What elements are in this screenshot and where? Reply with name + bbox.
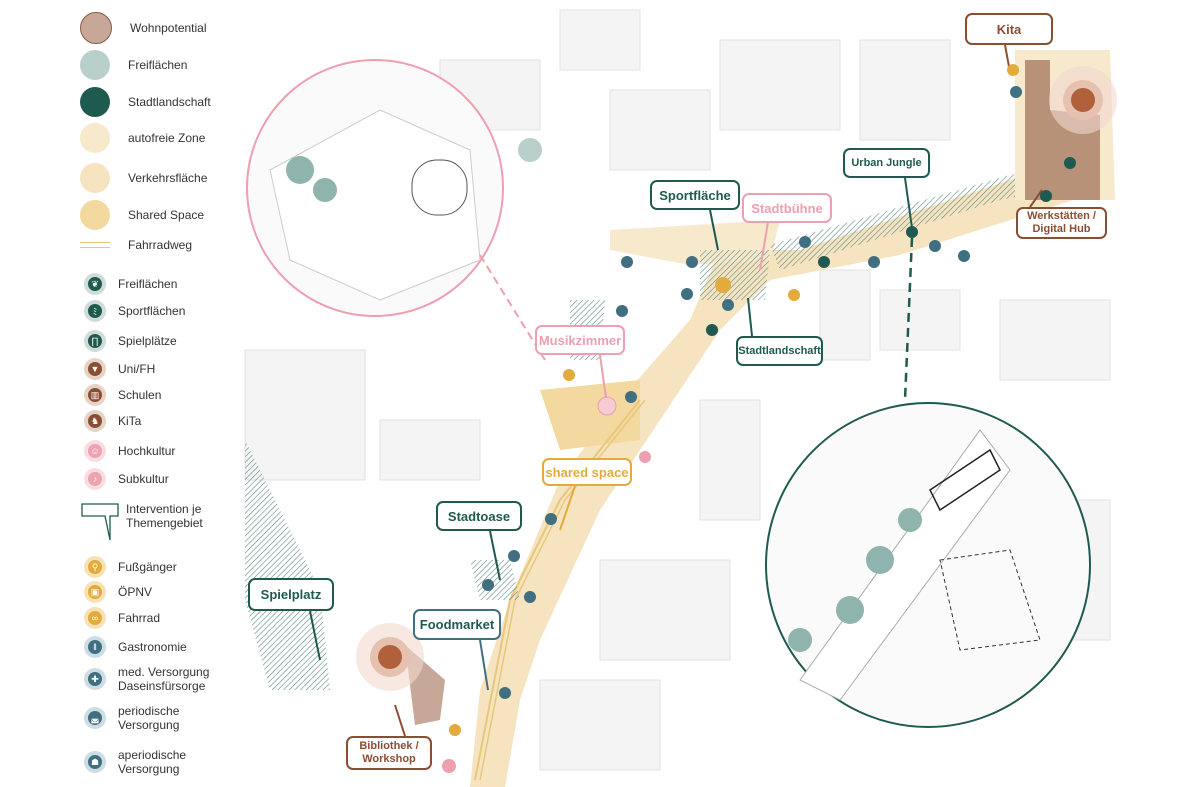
glow-markers: [356, 66, 1117, 691]
callout-stadtlandschaft[interactable]: Stadtlandschaft: [736, 336, 823, 366]
callout-sportflaeche[interactable]: Sportfläche: [650, 180, 740, 210]
legend-label-line: aperiodische: [118, 748, 187, 762]
callout-line: Bibliothek /: [359, 740, 419, 752]
legend-label: Fahrradweg: [128, 238, 193, 252]
legend-icon-spielplaetze: ∏ Spielplätze: [80, 330, 177, 352]
legend-icon-uni: ▼ Uni/FH: [80, 358, 155, 380]
legend-label-line: Themengebiet: [126, 516, 203, 530]
legend-icon-kita: ♞ KiTa: [80, 410, 141, 432]
rocking-horse-icon: ♞: [84, 410, 106, 432]
bicycle-icon: ∞: [84, 607, 106, 629]
bag-icon: ☗: [84, 751, 106, 773]
legend-label: ÖPNV: [118, 585, 153, 599]
guitar-icon: ♪: [84, 468, 106, 490]
detail-circle-musikzimmer: [246, 59, 546, 361]
legend-label: Spielplätze: [118, 334, 177, 348]
legend-label: Freiflächen: [128, 58, 188, 72]
bus-icon: ▣: [84, 581, 106, 603]
legend-label: Shared Space: [128, 208, 205, 222]
legend-label: KiTa: [118, 414, 142, 428]
legend-label: Sportflächen: [118, 304, 186, 318]
pedestrian-icon: ⚲: [84, 556, 106, 578]
swing-icon: ∏: [84, 330, 106, 352]
callout-spielplatz[interactable]: Spielplatz: [248, 578, 334, 611]
legend-icon-subkultur: ♪ Subkultur: [80, 468, 169, 490]
callout-line: Workshop: [362, 753, 416, 765]
callout-kita[interactable]: Kita: [965, 13, 1053, 45]
callout-foodmarket[interactable]: Foodmarket: [413, 609, 501, 640]
poi-icons: [442, 64, 1076, 773]
legend-stadtlandschaft: Stadtlandschaft: [80, 87, 211, 117]
bike-lane-icon: [80, 242, 110, 248]
legend-fahrrad: ∞ Fahrrad: [80, 607, 160, 629]
legend-icon-sportflaechen: ﾐ Sportflächen: [80, 300, 185, 322]
cart-icon: ◛: [84, 707, 106, 729]
legend-label: Freiflächen: [118, 277, 178, 291]
legend-label: Wohnpotential: [130, 21, 207, 35]
legend-label-line: Versorgung: [118, 762, 180, 776]
swatch-icon: [80, 200, 110, 230]
callout-stadtbuehne[interactable]: Stadtbühne: [742, 193, 832, 223]
legend-verkehrsflaeche: Verkehrsfläche: [80, 163, 207, 193]
legend-label: Verkehrsfläche: [128, 171, 208, 185]
legend-icon-freiflaechen: ❦ Freiflächen: [80, 273, 177, 295]
legend-freiflaechen: Freiflächen: [80, 50, 187, 80]
cutlery-icon: ǁ: [84, 636, 106, 658]
legend-label: Fahrrad: [118, 611, 161, 625]
callout-line: Digital Hub: [1032, 223, 1091, 235]
legend-label: Uni/FH: [118, 362, 156, 376]
legend-label: autofreie Zone: [128, 131, 206, 145]
legend-oepnv: ▣ ÖPNV: [80, 581, 152, 603]
theater-icon: ☺: [84, 440, 106, 462]
legend-label-line: Daseinsfürsorge: [118, 679, 206, 693]
callout-stadtoase[interactable]: Stadtoase: [436, 501, 522, 531]
swatch-icon: [80, 50, 110, 80]
callout-bibliothek-workshop[interactable]: Bibliothek /Workshop: [346, 736, 432, 770]
swatch-icon: [80, 123, 110, 153]
callout-line: Werkstätten /: [1027, 210, 1096, 222]
legend-wohnpotential: Wohnpotential: [80, 12, 207, 44]
legend-label: Subkultur: [118, 472, 169, 486]
legend-icon-schulen: ▥ Schulen: [80, 384, 161, 406]
swatch-icon: [80, 87, 110, 117]
legend-shared-space: Shared Space: [80, 200, 204, 230]
legend-autofreie-zone: autofreie Zone: [80, 123, 205, 153]
swatch-icon: [80, 163, 110, 193]
leaf-icon: ❦: [84, 273, 106, 295]
runner-icon: ﾐ: [84, 300, 106, 322]
legend-fahrradweg: Fahrradweg: [80, 238, 192, 252]
callout-shared-space[interactable]: shared space: [542, 458, 632, 486]
legend-label-line: periodische: [118, 704, 180, 718]
legend-label: Hochkultur: [118, 444, 176, 458]
callout-werkstaetten-digital-hub[interactable]: Werkstätten /Digital Hub: [1016, 207, 1107, 239]
legend-fussgaenger: ⚲ Fußgänger: [80, 556, 177, 578]
callout-musikzimmer[interactable]: Musikzimmer: [535, 325, 625, 355]
legend-label: Stadtlandschaft: [128, 95, 211, 109]
legend-gastronomie: ǁ Gastronomie: [80, 636, 187, 658]
callout-bubble-icon: [81, 503, 119, 541]
legend-label-line: med. Versorgung: [118, 665, 210, 679]
swatch-icon: [80, 12, 112, 44]
callout-urban-jungle[interactable]: Urban Jungle: [843, 148, 930, 178]
legend-label: Fußgänger: [118, 560, 177, 574]
legend-label: Schulen: [118, 388, 162, 402]
legend-label: Gastronomie: [118, 640, 187, 654]
detail-circle-urban-jungle: [765, 237, 1091, 728]
graduation-icon: ▼: [84, 358, 106, 380]
school-icon: ▥: [84, 384, 106, 406]
legend-icon-hochkultur: ☺ Hochkultur: [80, 440, 175, 462]
legend-label-line: Intervention je: [126, 502, 202, 516]
callout-pointers: [309, 44, 1043, 737]
medical-cross-icon: ✚: [84, 668, 106, 690]
legend-label-line: Versorgung: [118, 718, 180, 732]
